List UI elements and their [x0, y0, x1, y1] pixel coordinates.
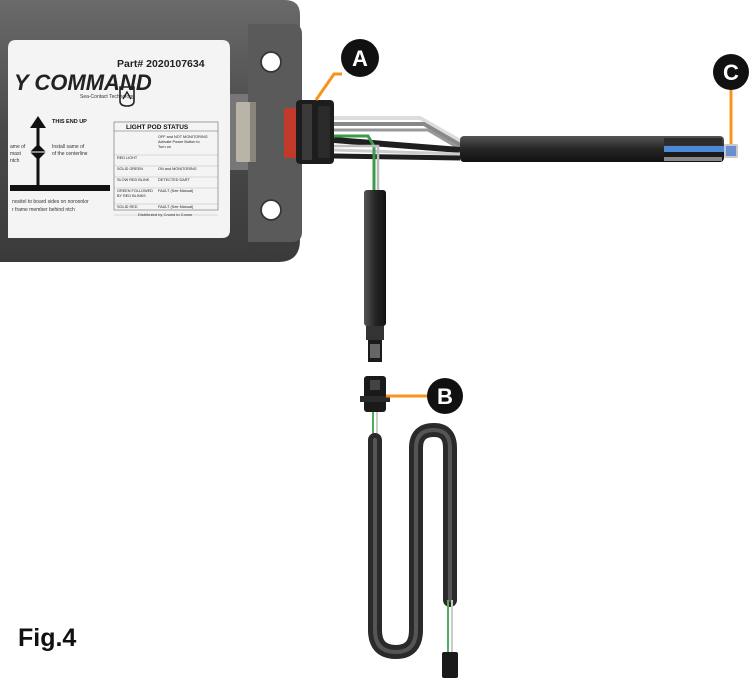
bottom-note-2: r frame member behind ntch	[12, 207, 75, 213]
end-plug	[442, 652, 458, 678]
status-row-desc: FAULT (See Manual)	[158, 189, 194, 193]
status-row-state: GREEN FOLLOWED	[117, 189, 153, 193]
mount-hole-top	[262, 53, 280, 71]
brand-tagline: Sea-Contact Technology	[80, 94, 135, 100]
orientation-label: THIS END UP	[52, 119, 87, 125]
status-row-state: BY RED BLINKS	[117, 194, 146, 198]
connector-b	[360, 376, 390, 412]
install-note-right-2: of the centerline	[52, 151, 88, 157]
status-row-desc: FAULT (See Manual)	[158, 205, 194, 209]
status-row-state: RED LIGHT	[117, 156, 138, 160]
status-row-desc: DETECTED DART	[158, 178, 190, 182]
callout-a-label: A	[352, 46, 368, 71]
status-row-state: SLOW RED BLINK	[117, 178, 150, 182]
callout-c: C	[713, 54, 749, 144]
main-cable	[460, 136, 738, 162]
connector-a	[284, 100, 334, 164]
install-note-right-1: Install same of	[52, 144, 85, 150]
mount-hole-bottom	[262, 201, 280, 219]
brand-name: Y COMMAND	[14, 70, 152, 95]
status-row-desc: Turn on	[158, 145, 171, 149]
bottom-note-1: nositel to board sides on noroonlor	[12, 199, 89, 205]
lead-wires	[333, 116, 464, 192]
looped-cable	[368, 412, 458, 678]
status-row-desc: Activate Power Button to	[158, 140, 200, 144]
install-note-left-1: ame of	[10, 144, 26, 150]
install-note-left-2: mast	[10, 151, 21, 157]
status-table-title: LIGHT POD STATUS	[126, 124, 189, 131]
figure-label: Fig.4	[18, 624, 77, 652]
status-row-state: SOLID GREEN	[117, 167, 143, 171]
status-row-state: SOLID RED	[117, 205, 138, 209]
callout-b: B	[386, 378, 463, 414]
callout-c-label: C	[723, 60, 739, 85]
callout-a: A	[314, 39, 379, 101]
install-note-left-3: ntch	[10, 158, 20, 164]
status-table-footer: Distributed by Crowd to Crown	[138, 212, 192, 217]
certification-mark-icon	[119, 86, 135, 107]
device-label: Y COMMAND Sea-Contact Technology Part# 2…	[8, 40, 230, 238]
part-number: Part# 2020107634	[117, 58, 205, 70]
status-row-desc: OFF and NOT MONITORING	[158, 135, 208, 139]
callout-b-label: B	[437, 384, 453, 409]
status-table: LIGHT POD STATUS OFF and NOT MONITORINGA…	[113, 121, 219, 217]
drop-cable-upper	[364, 190, 386, 362]
status-row-desc: ON and MONITORING	[158, 167, 197, 171]
up-arrow-icon	[30, 116, 46, 186]
label-bar	[10, 185, 110, 191]
